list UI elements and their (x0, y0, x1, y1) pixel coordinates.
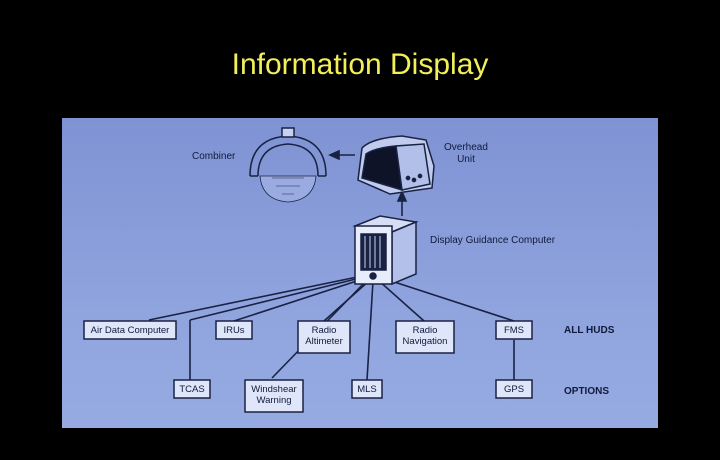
fms-label: FMS (503, 325, 525, 336)
box-gps (495, 379, 533, 399)
line-to-mls (366, 280, 374, 381)
line-to-tcas (189, 276, 365, 321)
slide-title: Information Display (231, 48, 489, 81)
line-to-irus (233, 277, 367, 322)
windshear-warning-label-line2: Warning (256, 395, 292, 406)
line-to-fms (381, 277, 515, 322)
display-guidance-computer-icon (352, 215, 419, 286)
mls-label: MLS (357, 384, 377, 395)
box-mls (351, 379, 383, 399)
box-air-data-computer (83, 320, 177, 340)
connection-lines (148, 149, 515, 381)
options-tag: OPTIONS (564, 386, 610, 397)
tcas-label: TCAS (179, 384, 205, 395)
all-huds-tag: ALL HUDS (564, 325, 615, 336)
box-fms (495, 320, 533, 340)
radio-altimeter-label-line1: Radio (311, 325, 337, 336)
windshear-warning-label: Windshear Warning (245, 384, 303, 406)
radio-navigation-label-line1: Radio (412, 325, 438, 336)
diagram-panel: Combiner Overhead Unit Display Guidance … (62, 118, 658, 428)
arrowhead-left (328, 149, 340, 161)
combiner-label: Combiner (192, 151, 236, 162)
gps-label: GPS (503, 384, 525, 395)
line-to-air-data-computer (148, 275, 363, 321)
overhead-unit-label-line1: Overhead (444, 142, 488, 153)
arrowhead-up (396, 190, 408, 202)
component-boxes (83, 320, 533, 413)
air-data-computer-label: Air Data Computer (90, 325, 170, 336)
box-windshear-warning (244, 379, 304, 413)
line-to-radio-navigation (377, 279, 425, 322)
radio-navigation-label-line2: Navigation (402, 336, 448, 347)
box-radio-altimeter (297, 320, 351, 354)
radio-altimeter-label: Radio Altimeter (298, 325, 350, 347)
combiner-icon (249, 127, 327, 203)
box-tcas (173, 379, 211, 399)
radio-altimeter-label-line2: Altimeter (305, 336, 343, 347)
overhead-unit-icon (357, 135, 435, 195)
irus-label: IRUs (223, 325, 245, 336)
display-guidance-computer-label: Display Guidance Computer (430, 235, 556, 246)
line-to-radio-altimeter (323, 279, 371, 322)
overhead-unit-label: Overhead Unit (444, 142, 488, 166)
radio-navigation-label: Radio Navigation (396, 325, 454, 347)
system-diagram (83, 127, 533, 413)
box-irus (215, 320, 253, 340)
box-radio-navigation (395, 320, 455, 354)
windshear-warning-label-line1: Windshear (251, 384, 297, 395)
overhead-unit-label-line2: Unit (457, 154, 475, 165)
